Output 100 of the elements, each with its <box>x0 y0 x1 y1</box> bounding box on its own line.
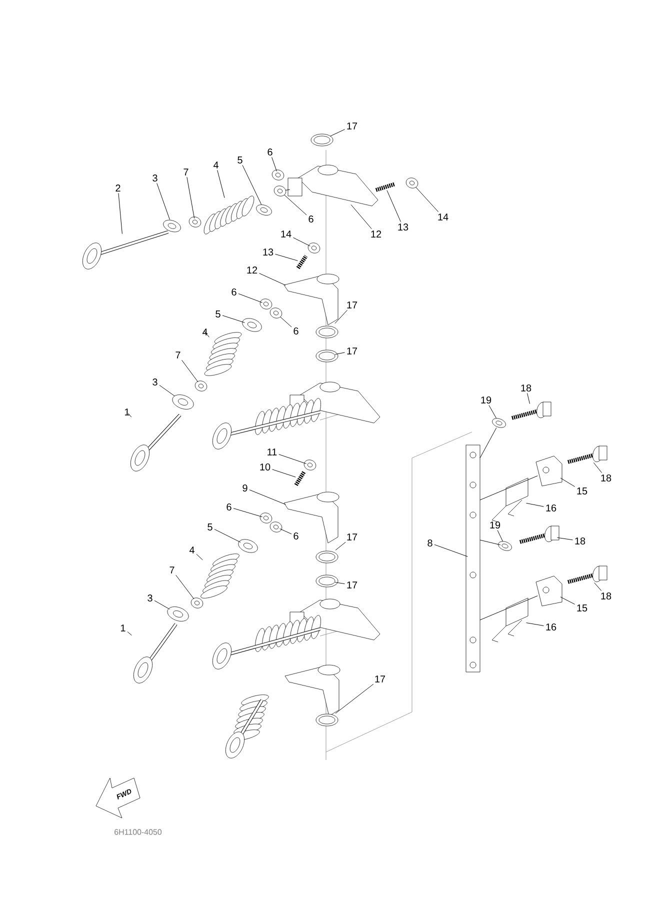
callout-number: 18 <box>601 592 612 600</box>
rocker-arm-drawing <box>284 274 340 326</box>
callout-number: 17 <box>347 348 358 354</box>
leader-line <box>272 469 296 478</box>
leader-line <box>217 170 225 198</box>
leader-line <box>242 164 262 205</box>
leader-line <box>285 189 290 190</box>
leader-line <box>335 684 374 714</box>
adjusting-screw-drawing <box>375 182 396 192</box>
nut-drawing <box>406 178 418 188</box>
rocker-arm-drawing <box>288 164 378 206</box>
seal-drawing <box>188 216 202 228</box>
leader-line <box>560 596 575 605</box>
spring-drawing <box>204 196 254 234</box>
o-ring-drawing <box>316 550 338 564</box>
callout-number: 15 <box>577 604 588 612</box>
callout-number: 6 <box>226 503 232 511</box>
washer-drawing <box>256 204 272 216</box>
adjusting-screw-drawing <box>296 254 308 270</box>
leader-line <box>238 293 263 303</box>
valve-drawing <box>133 623 178 684</box>
callout-number: 4 <box>189 546 194 554</box>
rocker-arm-drawing <box>284 492 340 544</box>
callout-number: 17 <box>347 582 358 588</box>
washer-drawing <box>242 318 262 332</box>
callout-number: 10 <box>260 463 270 471</box>
spring-guide-drawing <box>492 478 528 522</box>
bolt-drawing <box>511 402 552 420</box>
bracket-drawing <box>536 456 562 486</box>
leader-line <box>488 404 497 418</box>
callout-number: 11 <box>268 448 277 456</box>
leader-line <box>182 360 198 382</box>
spring-guide-drawing <box>492 598 528 642</box>
callout-number: 2 <box>116 184 120 192</box>
bolt-drawing <box>567 446 608 464</box>
callout-number: 19 <box>481 396 492 404</box>
callout-number: 17 <box>347 302 358 308</box>
leader-line <box>118 192 122 234</box>
washer-drawing <box>167 606 189 622</box>
callout-number: 16 <box>546 623 556 631</box>
callout-number: 3 <box>148 594 152 602</box>
callout-number: 8 <box>428 539 432 547</box>
callout-number: 17 <box>375 676 386 682</box>
callout-number: 19 <box>490 521 500 529</box>
callout-number: 18 <box>521 384 532 392</box>
nut-drawing <box>304 460 316 470</box>
leader-line <box>156 182 170 220</box>
callout-number: 1 <box>125 408 130 416</box>
valve-drawing <box>130 414 182 472</box>
leader-line <box>159 384 175 396</box>
o-ring-drawing <box>316 326 338 338</box>
leader-line <box>278 454 307 464</box>
callout-number: 7 <box>170 566 174 574</box>
callout-number: 6 <box>294 532 298 540</box>
leader-line <box>526 622 544 626</box>
leader-line <box>204 330 210 338</box>
callout-number: 17 <box>347 122 358 130</box>
leader-line <box>292 237 310 246</box>
valve-clip-drawing <box>260 298 272 310</box>
leader-line <box>594 582 602 592</box>
callout-number: 4 <box>213 162 218 168</box>
o-ring-drawing <box>316 714 338 726</box>
leader-line <box>249 490 286 505</box>
callout-number: 5 <box>208 524 212 530</box>
callout-number: 16 <box>546 504 556 512</box>
valve-clip-drawing <box>270 522 282 532</box>
leader-line <box>284 194 307 216</box>
callout-number: 3 <box>152 174 158 182</box>
leader-line <box>480 540 501 546</box>
washer-drawing <box>492 418 506 428</box>
leader-line <box>334 352 346 355</box>
valve-clip-drawing <box>260 512 272 524</box>
leader-line <box>258 273 286 286</box>
leader-line <box>186 176 195 219</box>
leader-line <box>480 596 538 620</box>
leader-line <box>280 316 292 328</box>
callout-number: 7 <box>184 168 188 176</box>
leader-line <box>386 190 401 222</box>
leader-line <box>128 413 132 418</box>
leader-line <box>280 528 292 534</box>
callout-number: 9 <box>242 484 248 492</box>
leader-line <box>274 254 298 261</box>
leader-line <box>593 462 602 474</box>
leader-line <box>334 310 348 324</box>
valve-drawing <box>82 230 168 270</box>
leader-line <box>154 600 170 610</box>
callout-number: 12 <box>371 230 382 238</box>
bolt-drawing <box>519 526 560 544</box>
leader-line <box>556 537 573 540</box>
o-ring-drawing <box>316 574 338 588</box>
seal-drawing <box>190 598 204 608</box>
bolt-drawing <box>567 566 608 584</box>
leader-line <box>176 574 194 600</box>
callout-number: 14 <box>281 230 292 238</box>
nut-drawing <box>308 242 320 254</box>
spring-drawing <box>200 554 240 598</box>
leader-line <box>480 428 497 458</box>
leader-line <box>350 204 372 230</box>
leader-line <box>497 530 503 542</box>
leader-line <box>560 478 575 487</box>
